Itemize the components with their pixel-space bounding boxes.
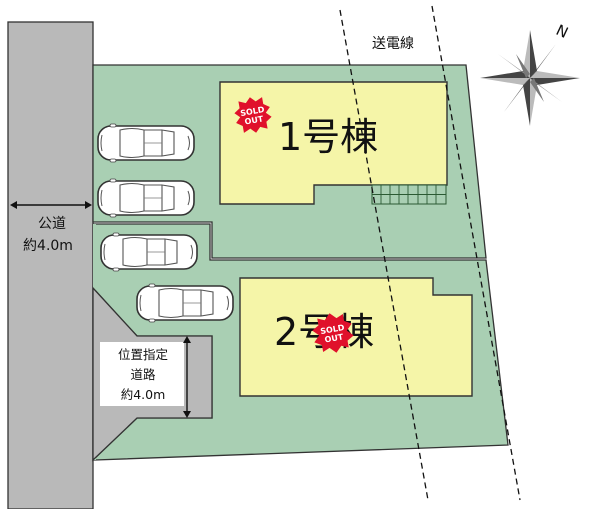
sold-out-badge-2: SOLD OUT — [312, 313, 354, 353]
building-2 — [239, 277, 473, 397]
svg-text:SOLD: SOLD — [240, 105, 266, 118]
power-line-label: 送電線 — [372, 36, 414, 52]
power-line — [339, 5, 521, 501]
compass-north-label: N — [553, 21, 571, 42]
public-road-width-arrow — [10, 201, 92, 209]
public-road-label: 公道 — [38, 216, 66, 232]
designated-road-label-2: 道路 — [130, 367, 156, 382]
designated-road-label-1: 位置指定 — [118, 347, 168, 362]
public-road — [7, 21, 94, 509]
svg-text:OUT: OUT — [324, 332, 345, 344]
designated-road-width: 約4.0m — [121, 387, 166, 402]
deck-grid — [371, 184, 447, 205]
svg-text:OUT: OUT — [244, 114, 265, 126]
public-road-width: 約4.0m — [23, 238, 73, 254]
building-1 — [219, 81, 448, 205]
compass-icon — [480, 30, 580, 126]
building-1-label: 1号棟 — [278, 115, 378, 159]
sold-out-badge-1: SOLD OUT — [234, 97, 272, 133]
designated-road-width-arrow — [183, 336, 191, 418]
svg-text:SOLD: SOLD — [320, 323, 346, 336]
